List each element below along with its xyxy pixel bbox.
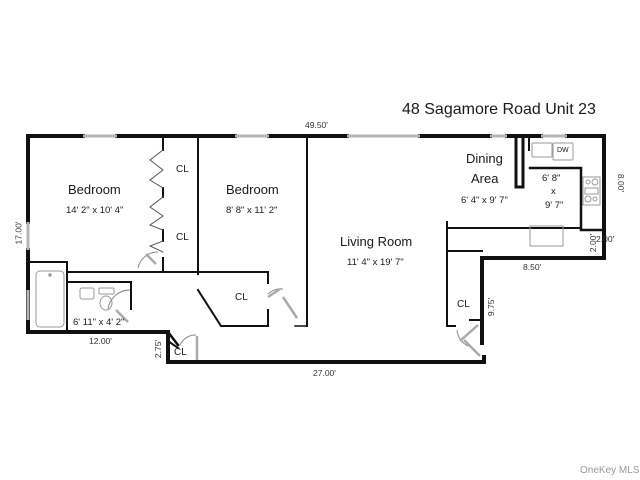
- bedroom-1-size: 14' 2" x 10' 4": [66, 205, 124, 216]
- measure-right-step-h: 8.50': [523, 262, 542, 272]
- measure-left: 17.00': [13, 221, 24, 245]
- measure-kitchen-right-v: 8.00': [616, 173, 627, 193]
- kitchen-sink: [531, 142, 553, 158]
- kitchen-x: x: [551, 186, 556, 197]
- dishwasher-label: DW: [557, 147, 569, 154]
- closet-label: CL: [176, 232, 189, 243]
- measure-right-closet: 9.75': [486, 297, 497, 317]
- kitchen-height: 9' 7": [545, 200, 564, 211]
- measure-top: 49.50': [305, 120, 328, 130]
- stove: [582, 176, 601, 206]
- door-arc: [267, 288, 284, 295]
- bedroom-1-label: Bedroom: [68, 182, 121, 197]
- bath-size: 6' 11" x 4' 2": [73, 317, 125, 328]
- dishwasher: [552, 142, 574, 161]
- living-room-label: Living Room: [340, 234, 413, 249]
- watermark: OneKey MLS: [580, 465, 640, 476]
- measure-kitchen-right-h: 2.00': [596, 234, 615, 244]
- closet-label: CL: [176, 164, 189, 175]
- bedroom-2-size: 8' 8" x 11' 2": [226, 205, 278, 216]
- measure-bottom-left: 12.00': [89, 336, 112, 346]
- dining-label-2: Area: [471, 171, 499, 186]
- bathtub: [35, 270, 65, 328]
- living-room-size: 11' 4" x 19' 7": [347, 257, 404, 268]
- closet-label: CL: [174, 347, 187, 358]
- dining-size: 6' 4" x 9' 7": [461, 195, 508, 206]
- toilet-tank: [98, 287, 115, 295]
- page-title: 48 Sagamore Road Unit 23: [402, 101, 596, 118]
- toilet-bowl: [99, 295, 113, 311]
- bedroom-2-label: Bedroom: [226, 182, 279, 197]
- measure-step: 2.75': [153, 339, 164, 359]
- door-arc: [137, 251, 159, 269]
- dining-label: Dining: [466, 151, 503, 166]
- sink: [79, 287, 95, 300]
- measure-bottom: 27.00': [313, 368, 336, 378]
- counter-sink: [529, 225, 564, 247]
- closet-label: CL: [235, 292, 248, 303]
- door-arc: [107, 289, 131, 310]
- door-arc: [179, 334, 197, 346]
- closet-label: CL: [457, 299, 470, 310]
- kitchen-width: 6' 8": [542, 173, 561, 184]
